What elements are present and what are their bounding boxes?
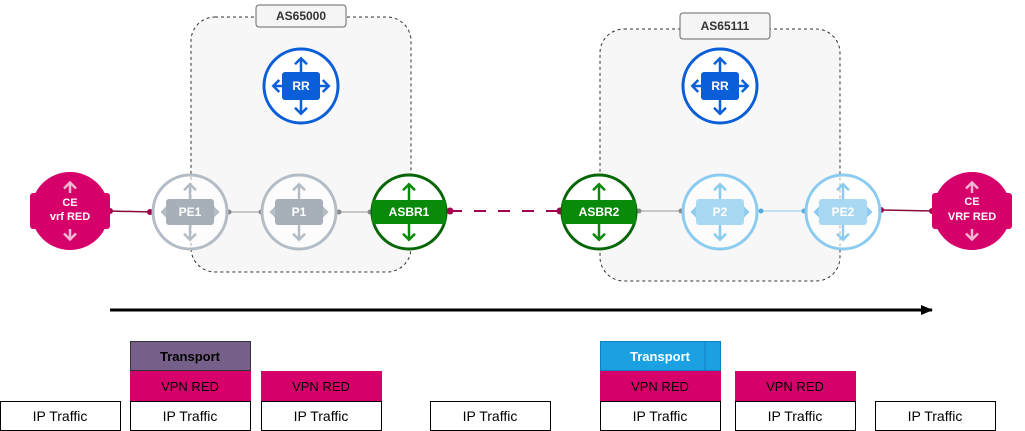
rr-left-node: [262, 47, 340, 125]
packet-layer-label: IP Traffic: [633, 408, 688, 424]
ce-left-label-line2: vrf RED: [50, 211, 90, 223]
pe1-label: PE1: [179, 205, 202, 219]
link-endpoint: [758, 208, 764, 214]
rr-right-label: RR: [711, 79, 729, 93]
packet-layer-label: VPN RED: [161, 379, 219, 394]
packet-layer-box: [430, 401, 551, 431]
packet-layer-label: VPN RED: [292, 379, 350, 394]
link-endpoint: [446, 207, 454, 215]
packet-layer-box: [261, 371, 382, 401]
packet-layer-box: [130, 371, 251, 401]
asbr1-node: [370, 173, 448, 251]
p1-node: [260, 173, 338, 251]
link-endpoint: [147, 209, 153, 215]
pe2-node: [804, 173, 882, 251]
packet-layer-label: IP Traffic: [463, 408, 518, 424]
ce-left-label-line1: CE: [62, 197, 77, 209]
packet-layer-box: [875, 401, 996, 431]
link-pe2-ce: [880, 209, 934, 212]
packet-layer-box: [0, 401, 121, 431]
packet-layer-box: [735, 371, 856, 401]
packet-layer-label: IP Traffic: [908, 408, 963, 424]
packet-layer-box: [130, 341, 251, 371]
packet-stack: IP Traffic: [875, 401, 996, 431]
link-ce-pe1: [107, 210, 153, 213]
p2-label: P2: [713, 205, 728, 219]
packet-stack: VPN RED IP Traffic: [735, 371, 856, 431]
asbr1-label: ASBR1: [389, 205, 430, 219]
as65111-label: AS65111: [701, 19, 750, 33]
p2-node: [681, 173, 759, 251]
packet-layer-label: VPN RED: [631, 379, 689, 394]
rr-right-node: [681, 47, 759, 125]
pe2-label: PE2: [832, 205, 855, 219]
link-endpoint: [636, 208, 642, 214]
asbr2-label: ASBR2: [579, 205, 620, 219]
packet-stack: VPN RED IP Traffic: [261, 371, 382, 431]
packet-layer-label: Transport: [630, 349, 691, 364]
link-endpoint: [336, 209, 342, 215]
as65000-domain: AS65000: [190, 4, 412, 273]
as65111-domain: AS65111: [599, 12, 841, 282]
nodes: [30, 47, 1012, 251]
packet-layer-box: [600, 341, 721, 371]
packet-layer-label: Transport: [160, 349, 221, 364]
ce-right-label-line1: CE: [964, 196, 979, 208]
packet-layer-label: IP Traffic: [33, 408, 88, 424]
ce-left-node: [30, 172, 110, 250]
pe1-node: [151, 173, 229, 251]
as65000-label: AS65000: [276, 9, 326, 23]
p1-label: P1: [292, 205, 307, 219]
ce-right-label-line2: VRF RED: [948, 211, 996, 223]
packet-layer-label: IP Traffic: [294, 408, 349, 424]
packet-layer-box: [600, 371, 721, 401]
packet-stack: IP Traffic: [430, 401, 551, 431]
ce-right-node: [932, 172, 1012, 250]
packet-layer-label: IP Traffic: [768, 408, 823, 424]
packet-layer-box: [130, 401, 251, 431]
node-labels: CE vrf RED PE1 P1 ASBR1 ASBR2 P2 PE2 CE …: [50, 79, 996, 223]
packet-layer-label: VPN RED: [766, 379, 824, 394]
packet-layer-box: [600, 401, 721, 431]
packet-stack: IP Traffic: [0, 401, 121, 431]
rr-left-label: RR: [292, 79, 310, 93]
asbr2-node: [560, 173, 638, 251]
packet-layer-label: IP Traffic: [163, 408, 218, 424]
